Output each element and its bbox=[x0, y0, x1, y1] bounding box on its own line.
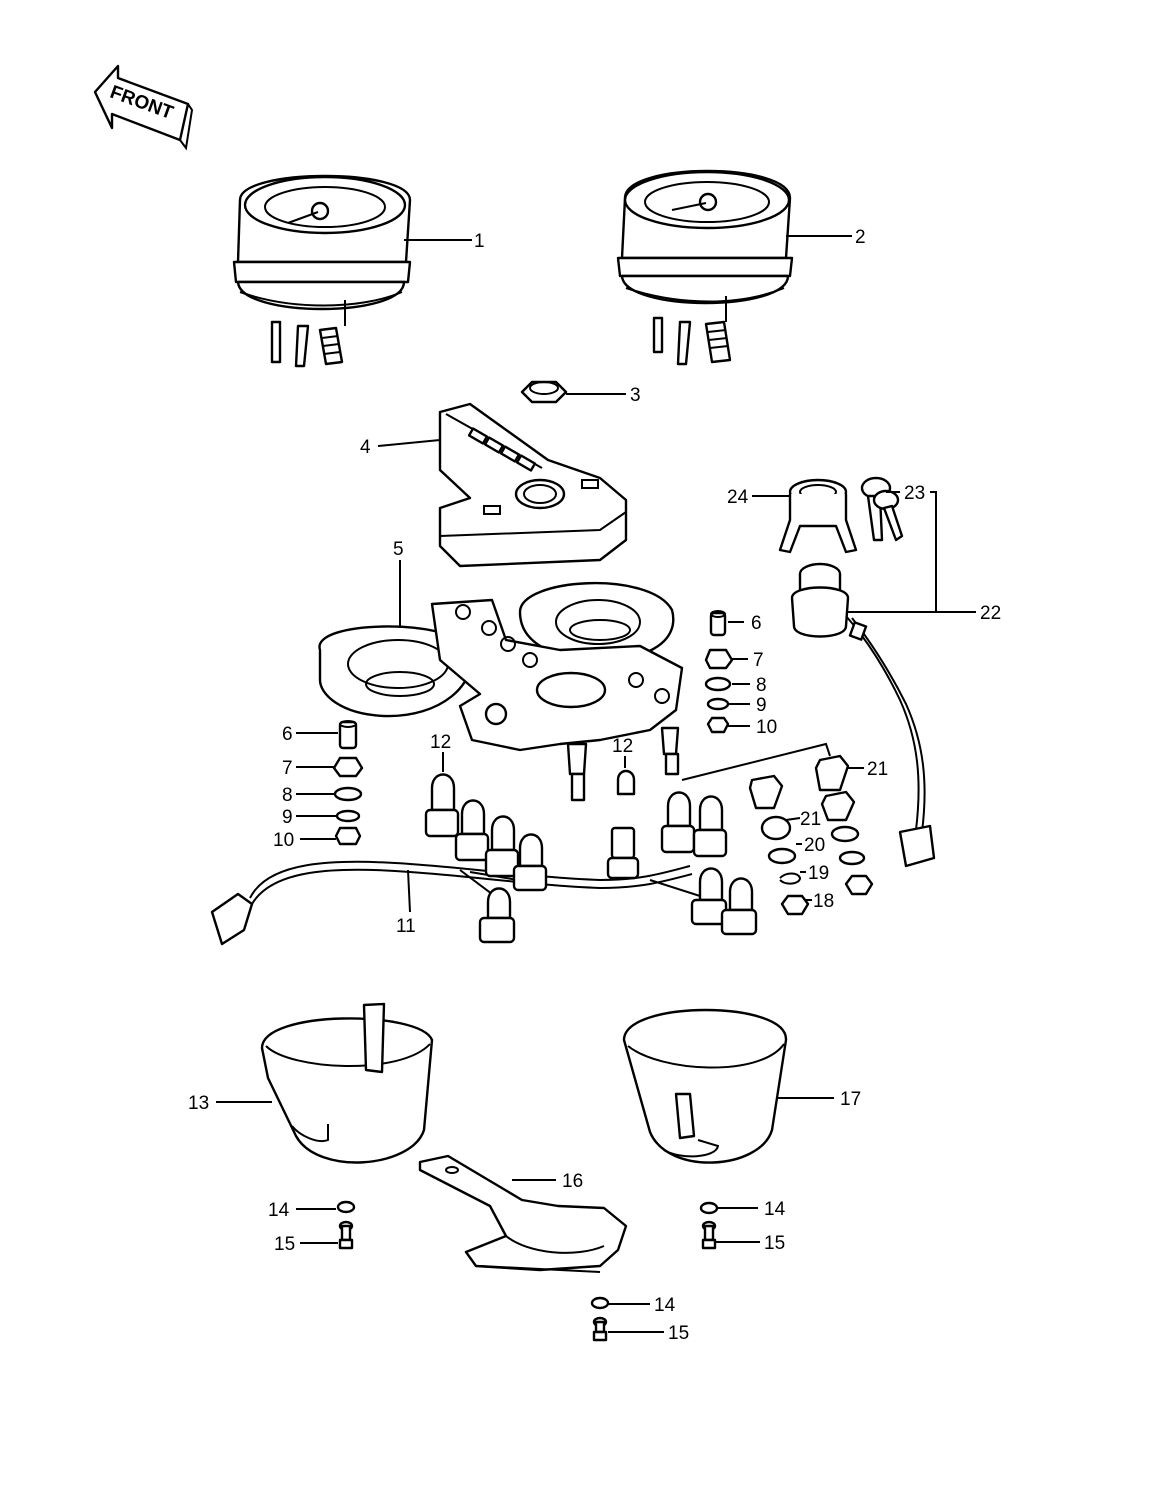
callout-15-left: 15 bbox=[274, 1234, 295, 1255]
callout-18: 18 bbox=[813, 891, 834, 912]
bulb-socket bbox=[454, 799, 490, 862]
bulb-socket bbox=[692, 795, 728, 858]
screw-set-right bbox=[699, 1201, 719, 1250]
ignition-keys-icon bbox=[860, 476, 904, 542]
center-cover bbox=[418, 1154, 628, 1273]
meter-bracket-assembly bbox=[318, 581, 684, 802]
bulb-socket bbox=[690, 867, 728, 926]
callout-23: 23 bbox=[904, 483, 925, 504]
callout-15-right: 15 bbox=[764, 1233, 785, 1254]
callout-16: 16 bbox=[562, 1171, 583, 1192]
hardware-stack-left bbox=[332, 720, 364, 846]
callout-22: 22 bbox=[980, 603, 1001, 624]
callout-15-center: 15 bbox=[668, 1323, 689, 1344]
callout-14-right: 14 bbox=[764, 1199, 786, 1220]
meter-cover-left bbox=[260, 1002, 434, 1164]
small-bulb bbox=[616, 769, 636, 796]
bulb-socket bbox=[512, 833, 548, 892]
callout-20: 20 bbox=[804, 835, 825, 856]
indicator-housing bbox=[438, 402, 628, 568]
callout-14-left: 14 bbox=[268, 1200, 290, 1221]
callout-10-right: 10 bbox=[756, 717, 777, 738]
bulb-socket bbox=[484, 815, 520, 878]
bulb-socket bbox=[424, 773, 460, 838]
callout-2: 2 bbox=[855, 227, 866, 248]
screw-set-left bbox=[336, 1200, 356, 1250]
callout-21-right: 21 bbox=[867, 759, 888, 780]
bulb-socket bbox=[720, 877, 758, 936]
speedometer-meter bbox=[616, 169, 794, 366]
grommet-hardware-group bbox=[681, 742, 874, 916]
callout-4: 4 bbox=[360, 437, 371, 458]
switch-cover bbox=[778, 478, 858, 554]
callout-9-left: 9 bbox=[282, 807, 293, 828]
callout-11: 11 bbox=[396, 916, 416, 937]
callout-8-right: 8 bbox=[756, 675, 767, 696]
callout-8-left: 8 bbox=[282, 785, 293, 806]
callout-12-left: 12 bbox=[430, 732, 451, 753]
callout-12-center: 12 bbox=[612, 736, 633, 757]
callout-6-left: 6 bbox=[282, 724, 293, 745]
meter-cover-right bbox=[622, 1008, 788, 1164]
callout-1: 1 bbox=[474, 231, 485, 252]
callout-21-lower: 21 bbox=[800, 809, 821, 830]
tachometer-meter bbox=[232, 174, 412, 368]
callout-14-center: 14 bbox=[654, 1295, 676, 1316]
hardware-stack-right bbox=[704, 610, 734, 734]
leader-lines bbox=[216, 235, 976, 1333]
screw-set-center bbox=[590, 1296, 610, 1342]
callout-24: 24 bbox=[727, 487, 749, 508]
callout-10-left: 10 bbox=[273, 830, 294, 851]
front-arrow-icon: FRONT bbox=[93, 64, 194, 151]
grommet bbox=[520, 380, 568, 404]
callout-5: 5 bbox=[393, 539, 404, 560]
callout-9-right: 9 bbox=[756, 695, 767, 716]
bulb-socket bbox=[606, 826, 640, 880]
callout-13: 13 bbox=[188, 1093, 209, 1114]
callout-7-left: 7 bbox=[282, 758, 293, 779]
bulb-socket bbox=[660, 791, 696, 854]
callout-19: 19 bbox=[808, 863, 829, 884]
bulb-socket bbox=[478, 887, 516, 944]
callout-7-right: 7 bbox=[753, 650, 764, 671]
callout-17: 17 bbox=[840, 1089, 861, 1110]
callout-3: 3 bbox=[630, 385, 641, 406]
callout-6-right: 6 bbox=[751, 613, 762, 634]
ignition-switch bbox=[790, 562, 936, 868]
wiring-harness bbox=[210, 769, 758, 946]
callout-labels: 1 2 3 4 5 6 7 8 9 10 6 7 8 9 10 11 12 12… bbox=[188, 227, 1001, 1344]
